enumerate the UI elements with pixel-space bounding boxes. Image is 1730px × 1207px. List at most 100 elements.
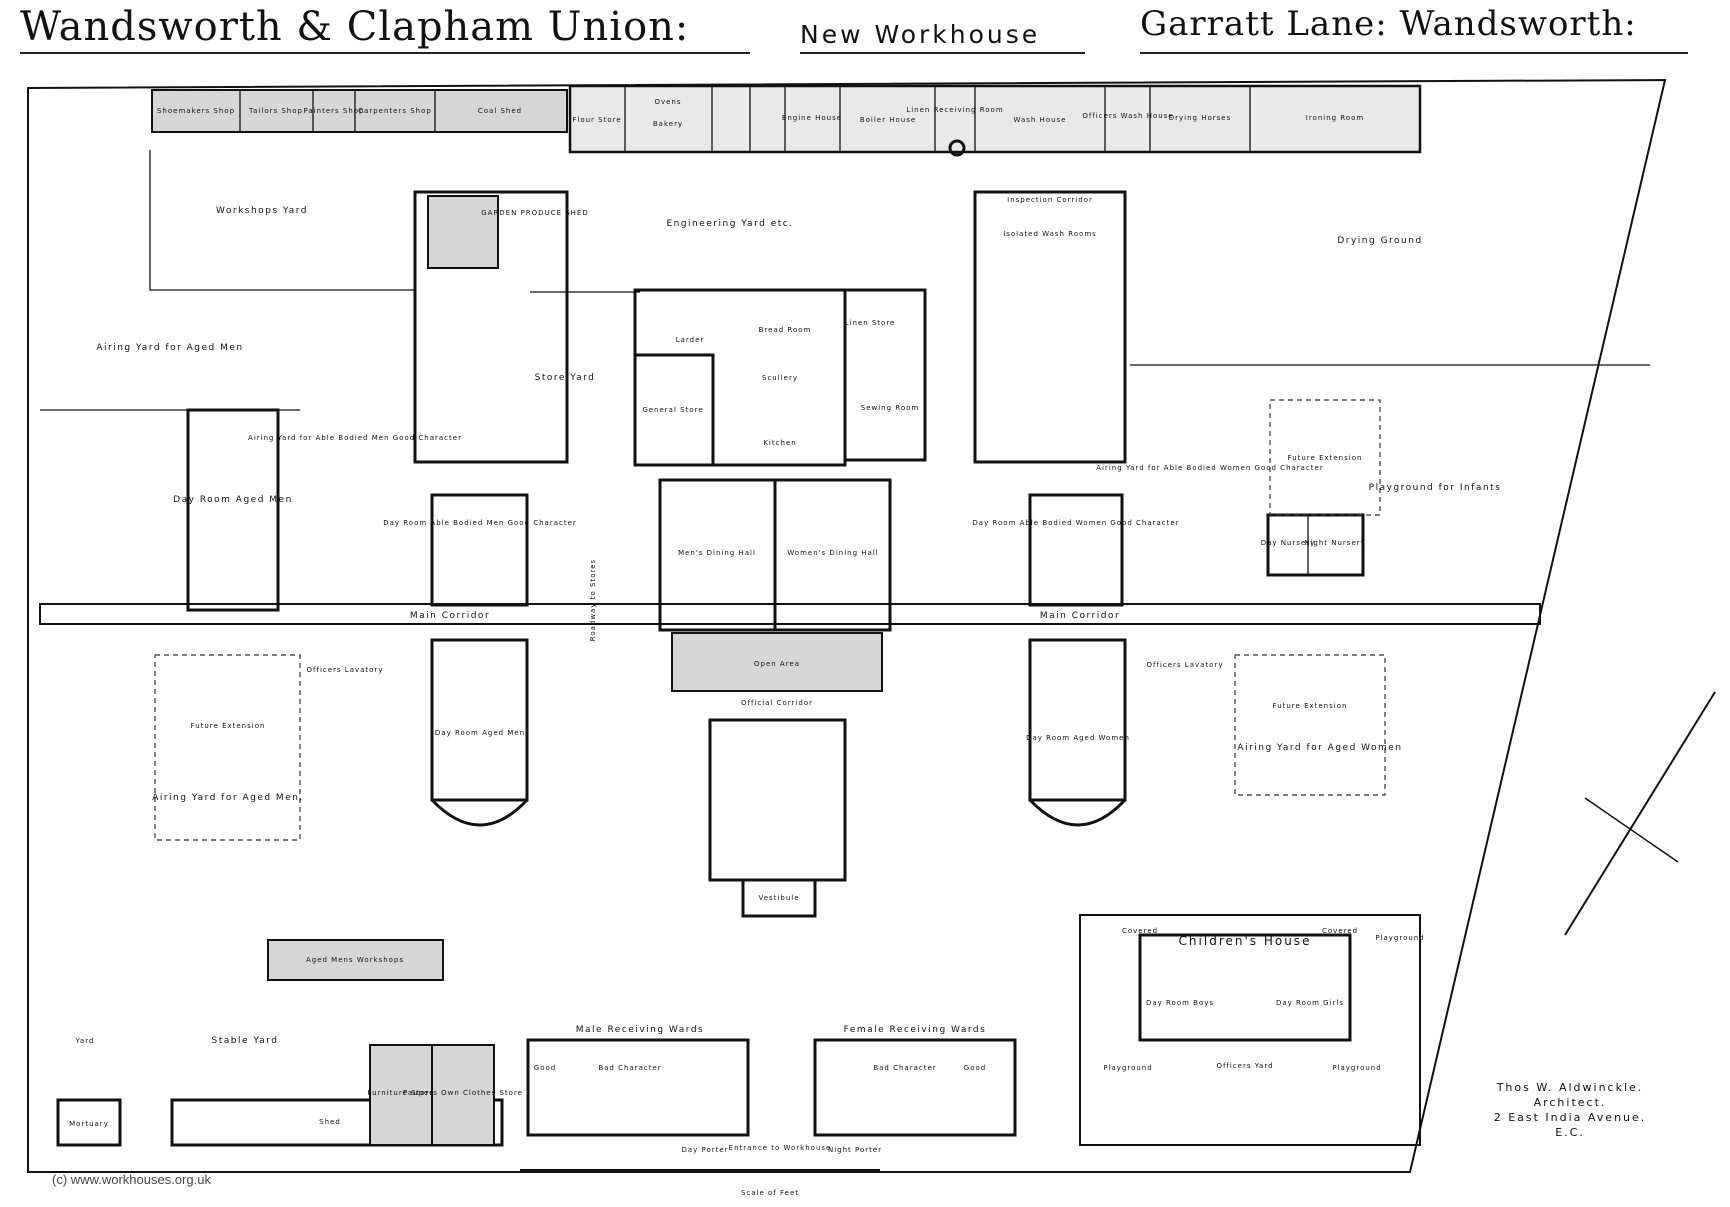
- label-playground-infants: Playground for Infants: [1369, 483, 1502, 493]
- aged-mens-workshops: [267, 939, 444, 981]
- paupers-clothes: [431, 1044, 495, 1146]
- label-main-corridor-east: Main Corridor: [1040, 611, 1120, 621]
- architect-role: Architect.: [1533, 1096, 1607, 1109]
- label-stable-yard: Stable Yard: [212, 1036, 279, 1046]
- title-underline: [20, 52, 750, 54]
- chimney: [948, 139, 966, 157]
- female-receiving-wards: [813, 1038, 1017, 1137]
- site-boundary: [27, 78, 1667, 1173]
- label-male-receiving: Male Receiving Wards: [576, 1025, 704, 1035]
- architect-address: 2 East India Avenue.: [1493, 1111, 1647, 1124]
- mortuary: [56, 1098, 122, 1147]
- label-tailors: Tailors Shop: [248, 107, 303, 115]
- label-future-extension-se: Future Extension: [1273, 702, 1348, 710]
- north-arrow: [1564, 691, 1716, 936]
- label-linen-store: Linen Store: [845, 319, 896, 327]
- label-open-area: Open Area: [754, 660, 800, 668]
- label-officers-lavatory-e: Officers Lavatory: [1147, 661, 1224, 669]
- label-airing-aged-men2: Airing Yard for Aged Men.: [152, 793, 304, 803]
- label-future-extension-sw: Future Extension: [191, 722, 266, 730]
- label-coal: Coal Shed: [478, 107, 522, 115]
- label-workshops-yard: Workshops Yard: [216, 206, 308, 216]
- label-covered-e: Covered: [1322, 927, 1358, 935]
- label-day-room-aged-women: Day Room Aged Women: [1026, 734, 1130, 742]
- subtitle-underline: [800, 52, 1085, 54]
- label-bad-character-m: Bad Character: [598, 1064, 661, 1072]
- furniture-store: [369, 1044, 433, 1146]
- label-night-nursery: Night Nursery: [1304, 539, 1366, 547]
- label-airing-abw: Airing Yard for Able Bodied Women Good C…: [1096, 464, 1324, 472]
- label-bad-character-f: Bad Character: [873, 1064, 936, 1072]
- label-roadway: Roadway to Stores: [589, 559, 597, 641]
- stable-block: [170, 1098, 504, 1147]
- label-day-porter: Day Porter: [681, 1146, 728, 1154]
- children-enclosure: [1079, 914, 1421, 1146]
- label-yard: Yard: [75, 1037, 95, 1045]
- copyright-credit: (c) www.workhouses.org.uk: [52, 1172, 211, 1187]
- label-sewing: Sewing Room: [861, 404, 919, 412]
- day-room-abm: [430, 493, 529, 607]
- main-corridor: [39, 603, 1541, 625]
- label-shoemakers: Shoemakers Shop: [157, 107, 235, 115]
- workshops-block: [151, 89, 568, 133]
- label-furniture-store: Furniture Store: [367, 1089, 434, 1097]
- left-cross-block: [413, 190, 569, 464]
- label-airing-abm: Airing Yard for Able Bodied Men Good Cha…: [248, 434, 462, 442]
- label-carpenters: Carpenters Shop: [358, 107, 432, 115]
- label-day-room-abm: Day Room Able Bodied Men Good Character: [383, 519, 577, 527]
- general-store: [633, 353, 715, 467]
- label-officers-lavatory-w: Officers Lavatory: [307, 666, 384, 674]
- label-airing-aged-men: Airing Yard for Aged Men: [96, 343, 243, 353]
- architect-name: Thos W. Aldwinckle.: [1496, 1081, 1644, 1094]
- label-bakery: Bakery: [653, 120, 683, 128]
- label-officers-yard: Officers Yard: [1216, 1062, 1273, 1070]
- label-ovens: Ovens: [654, 98, 681, 106]
- future-extension-sw: [154, 654, 301, 841]
- label-boiler: Boiler House: [860, 116, 916, 124]
- plan-subtitle: New Workhouse: [800, 20, 1041, 49]
- architect-postal: E.C.: [1555, 1126, 1585, 1139]
- label-day-room-aged-men: Day Room Aged Men: [173, 495, 293, 505]
- future-extension-se: [1234, 654, 1386, 796]
- label-paupers-clothes: Paupers Own Clothes Store: [403, 1089, 523, 1097]
- label-general-store: General Store: [642, 406, 703, 414]
- plan-title: Wandsworth & Clapham Union:: [20, 4, 690, 50]
- label-officers-wash: Officers Wash House: [1082, 112, 1173, 120]
- label-female-receiving: Female Receiving Wards: [844, 1025, 987, 1035]
- future-extension-ne: [1269, 399, 1381, 516]
- label-night-porter: Night Porter: [828, 1146, 882, 1154]
- label-main-corridor-west: Main Corridor: [410, 611, 490, 621]
- day-room-abw: [1028, 493, 1124, 607]
- label-mens-dining: Men's Dining Hall: [678, 549, 756, 557]
- label-shed: Shed: [319, 1118, 341, 1126]
- label-playground-ne: Playground: [1375, 934, 1424, 942]
- location-underline: [1140, 52, 1688, 54]
- label-day-room-boys: Day Room Boys: [1146, 999, 1214, 1007]
- open-area: [671, 632, 883, 692]
- label-larder: Larder: [676, 336, 705, 344]
- label-mortuary: Mortuary: [69, 1120, 109, 1128]
- label-garden-produce: GARDEN PRODUCE SHED: [481, 209, 589, 217]
- label-entrance: Entrance to Workhouse: [729, 1144, 832, 1152]
- label-future-extension-ne: Future Extension: [1288, 454, 1363, 462]
- label-drying-ground: Drying Ground: [1337, 236, 1422, 246]
- label-good-m: Good: [534, 1064, 556, 1072]
- vestibule: [741, 878, 817, 918]
- label-ironing: Ironing Room: [1306, 114, 1365, 122]
- label-scullery: Scullery: [762, 374, 798, 382]
- label-playground-1: Playground: [1103, 1064, 1152, 1072]
- label-drying-horses: Drying Horses: [1169, 114, 1232, 122]
- label-bread: Bread Room: [759, 326, 812, 334]
- label-painters: Painters Shop: [304, 107, 365, 115]
- label-store-yard: Store Yard: [535, 373, 596, 383]
- label-wash: Wash House: [1013, 116, 1066, 124]
- linen-sewing-block: [843, 288, 927, 462]
- service-block: [568, 84, 1422, 154]
- label-day-room-aged-men-s: Day Room Aged Men: [435, 729, 525, 737]
- label-airing-aged-women: Airing Yard for Aged Women: [1237, 743, 1402, 753]
- label-good-f: Good: [964, 1064, 986, 1072]
- label-flour: Flour Store: [572, 116, 621, 124]
- label-day-room-abw: Day Room Able Bodied Women Good Characte…: [972, 519, 1179, 527]
- label-childrens-house: Children's House: [1179, 934, 1312, 948]
